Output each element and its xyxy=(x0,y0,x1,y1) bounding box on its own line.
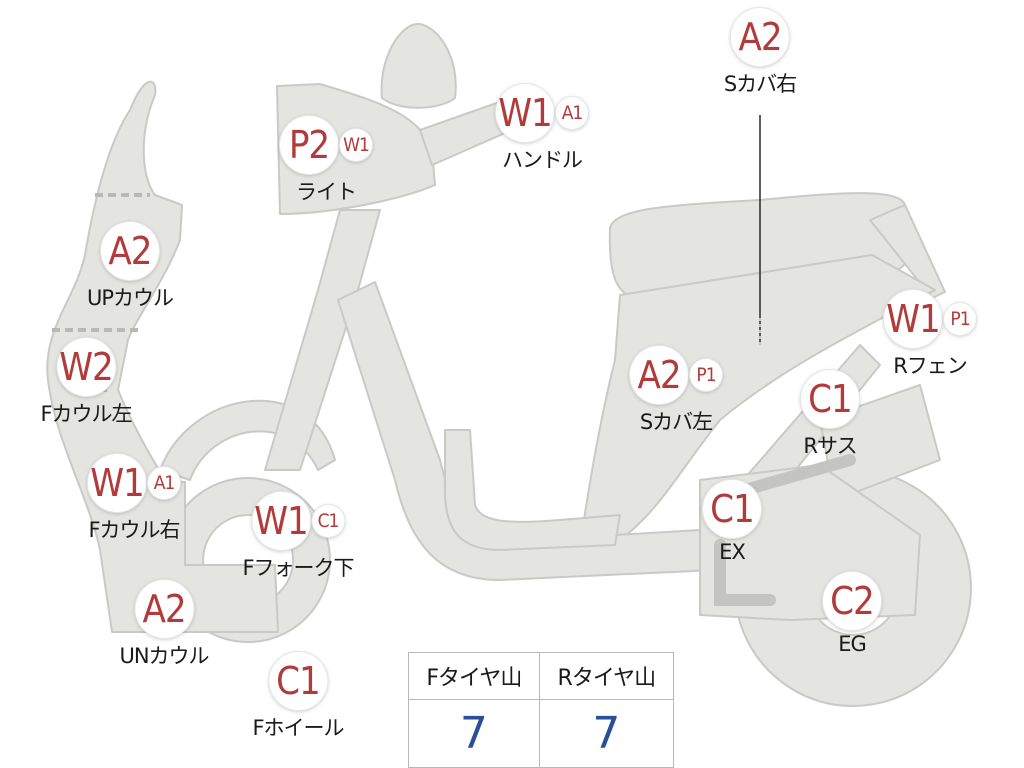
part-label: ハンドル xyxy=(502,148,583,172)
part-f-cowl-right: W1 A1 Fカウル右 xyxy=(88,454,181,544)
mirror xyxy=(380,22,457,109)
part-light: P2 W1 ライト xyxy=(280,116,372,206)
floor-board xyxy=(444,429,621,551)
front-tire-tread-header: Fタイヤ山 xyxy=(408,652,540,700)
grade-main-badge: C2 xyxy=(823,572,881,630)
part-s-cover-right: A2 Sカバ右 xyxy=(723,8,797,98)
part-label: Fフォーク下 xyxy=(242,556,354,580)
grade-main-badge: C1 xyxy=(269,652,327,710)
part-f-wheel: C1 Fホイール xyxy=(252,652,345,742)
grade-main-badge: W1 xyxy=(884,290,942,348)
part-handle: W1 A1 ハンドル xyxy=(496,84,588,174)
part-label: UNカウル xyxy=(119,644,209,668)
grade-sub-badge: C1 xyxy=(312,505,344,537)
front-tire-tread-value: 7 xyxy=(408,699,540,768)
grade-main-badge: C1 xyxy=(801,370,859,428)
grade-sub-badge: A1 xyxy=(556,97,588,129)
grade-main-badge: A2 xyxy=(630,346,688,404)
grade-main-badge: A2 xyxy=(731,8,789,66)
part-label: EG xyxy=(838,632,867,656)
rear-tire-tread-header: Rタイヤ山 xyxy=(538,652,675,700)
tire-tread-table: Fタイヤ山 Rタイヤ山 7 7 xyxy=(408,652,675,768)
grade-main-badge: W2 xyxy=(57,338,115,396)
grade-sub-badge: W1 xyxy=(340,129,372,161)
part-label: Sカバ右 xyxy=(723,72,797,96)
steering-column xyxy=(264,209,381,471)
grade-main-badge: A2 xyxy=(100,222,159,280)
grade-sub-badge: P1 xyxy=(690,359,722,391)
part-s-cover-left: A2 P1 Sカバ左 xyxy=(630,346,722,436)
part-label: ライト xyxy=(296,180,357,204)
part-r-suspension: C1 Rサス xyxy=(801,370,859,460)
part-label: Rサス xyxy=(803,434,857,458)
grade-main-badge: C1 xyxy=(703,480,761,538)
part-label: Fカウル右 xyxy=(88,518,180,542)
part-label: UPカウル xyxy=(86,286,174,310)
rear-fender xyxy=(869,204,946,299)
exhaust-pipe xyxy=(714,454,856,606)
part-exhaust: C1 EX xyxy=(703,480,761,564)
part-label: Sカバ左 xyxy=(639,410,713,434)
part-f-fork-lower: W1 C1 Fフォーク下 xyxy=(242,492,355,582)
part-label: EX xyxy=(719,540,746,564)
rear-tire-tread-value: 7 xyxy=(538,699,675,768)
rear-body xyxy=(579,254,936,546)
part-label: Fホイール xyxy=(252,716,344,740)
grade-main-badge: W1 xyxy=(252,492,310,550)
part-label: Fカウル左 xyxy=(40,402,132,426)
grade-sub-badge: P1 xyxy=(944,303,976,335)
part-un-cowl: A2 UNカウル xyxy=(119,580,210,670)
grade-main-badge: A2 xyxy=(135,580,193,638)
part-r-fender: W1 P1 Rフェン xyxy=(884,290,976,380)
part-engine: C2 EG xyxy=(823,572,881,656)
part-up-cowl: A2 UPカウル xyxy=(86,222,174,312)
part-label: Rフェン xyxy=(893,354,968,378)
grade-sub-badge: A1 xyxy=(148,467,180,499)
grade-main-badge: W1 xyxy=(496,84,554,142)
grade-main-badge: W1 xyxy=(88,454,146,512)
part-f-cowl-left: W2 Fカウル左 xyxy=(40,338,133,428)
grade-main-badge: P2 xyxy=(280,116,338,174)
